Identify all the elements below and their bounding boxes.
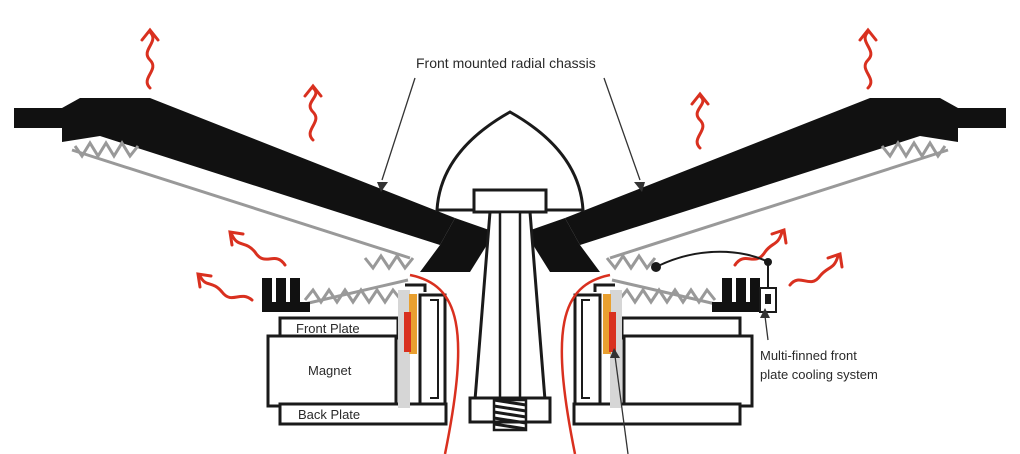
left-back-plate-label: Back Plate [298,407,360,422]
right-motor [572,278,760,426]
chassis-left-arm [14,98,455,245]
right-back-plate [572,402,742,426]
chassis-right-arm [565,98,1006,245]
center-bolt [468,188,552,432]
dust-cap [435,110,585,212]
left-magnet [266,334,398,408]
heat-wave-icon [140,27,160,90]
left-motor [262,278,448,426]
heat-wave-icon [858,27,878,90]
airflow-curves [409,273,611,454]
leader-lines [381,77,769,454]
left-front-plate-label: Front Plate [296,321,360,336]
heat-wave-icon [303,83,323,142]
heat-wave-icon [733,228,788,267]
right-cooling-fins [712,278,760,312]
leader-arrowheads [377,182,770,358]
heat-waves [140,27,878,302]
heat-wave-icon [788,252,844,287]
cooling-label-line2: plate cooling system [760,367,878,382]
left-back-plate [278,402,448,426]
chassis [14,98,1006,272]
chassis-left-skirt [420,218,495,272]
heat-wave-icon [690,91,710,150]
chassis-right-skirt [525,218,600,272]
terminal [651,250,777,313]
heat-wave-icon [228,230,287,267]
left-magnet-label: Magnet [308,363,352,378]
cooling-label-line1: Multi-finned front [760,348,857,363]
left-cooling-fins [262,278,310,312]
chassis-label: Front mounted radial chassis [416,55,596,71]
right-magnet [622,334,754,408]
heat-wave-icon [196,272,254,302]
suspension [71,140,949,307]
